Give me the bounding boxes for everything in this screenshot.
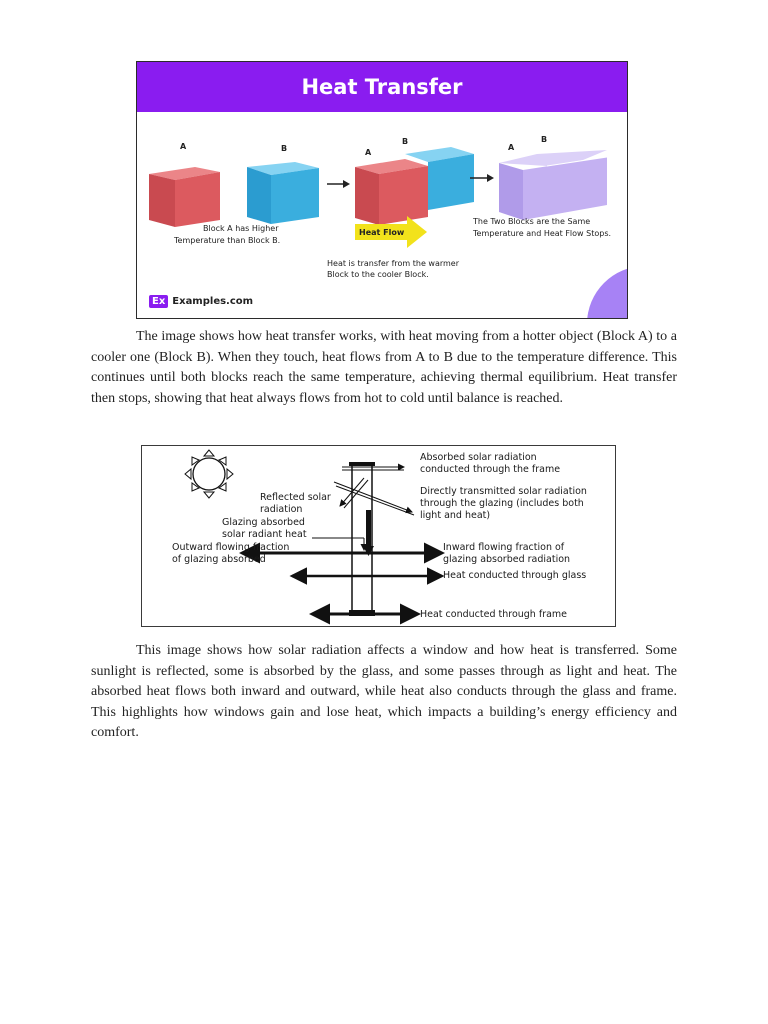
logo-text: Examples.com [172,295,254,307]
caption-center-line-1: Heat is transfer from the warmer [327,259,460,268]
label-absorbed-conducted-1: Absorbed solar radiation [420,452,537,463]
caption-center-line-2: Block to the cooler Block. [327,270,429,279]
arrow-icon [327,180,350,188]
equal-temperature-blocks [499,150,608,220]
block-b-label: B [402,137,409,146]
label-inward-2: glazing absorbed radiation [443,554,571,565]
block-b-label: B [541,135,548,144]
paragraph-1: The image shows how heat transfer works,… [91,329,677,406]
block-b-label: B [281,144,288,153]
block-a-label: A [508,143,515,152]
heat-flow-arrow [355,216,427,248]
window-solar-diagram: Absorbed solar radiation conducted throu… [141,445,616,627]
block-b-cube [247,162,319,224]
label-outward-1: Outward flowing fraction [172,542,290,553]
label-inward-1: Inward flowing fraction of [443,542,565,553]
caption-right-line-1: The Two Blocks are the Same [473,217,591,226]
label-absorbed-conducted-2: conducted through the frame [420,464,561,475]
heat-transfer-figure: Heat Transfer [136,61,628,319]
label-glazing-absorbed-2: solar radiant heat [222,529,307,540]
logo-badge: Ex [149,294,169,308]
label-reflected-2: radiation [260,504,303,515]
label-glass-conduction: Heat conducted through glass [443,570,587,581]
examples-logo: Ex Examples.com [149,293,253,309]
block-a-label: A [180,142,187,151]
figure-title: Heat Transfer [137,62,627,112]
label-frame-conduction: Heat conducted through frame [420,609,568,620]
label-glazing-absorbed-1: Glazing absorbed [222,517,305,528]
arrow-icon [470,174,494,182]
sun-icon [184,449,234,499]
label-reflected-1: Reflected solar [260,492,331,503]
block-a-label: A [365,148,372,157]
label-direct-transmitted-2: through the glazing (includes both [420,498,584,509]
label-outward-2: of glazing absorbed [172,554,266,565]
caption-left-line-2: Temperature than Block B. [174,236,281,245]
heat-transfer-illustration [149,147,627,318]
heat-flow-label: Heat Flow [359,228,405,237]
label-direct-transmitted-3: light and heat) [420,510,491,521]
window-heat-diagram [184,449,445,625]
decorative-circle [587,268,627,318]
paragraph-2: This image shows how solar radiation aff… [91,643,677,740]
caption-right-line-2: Temperature and Heat Flow Stops. [473,229,612,238]
touching-blocks [355,147,474,225]
block-a-cube [149,167,220,227]
window-section [349,462,375,616]
label-direct-transmitted-1: Directly transmitted solar radiation [420,486,587,497]
caption-left-line-1: Block A has Higher [203,224,279,233]
